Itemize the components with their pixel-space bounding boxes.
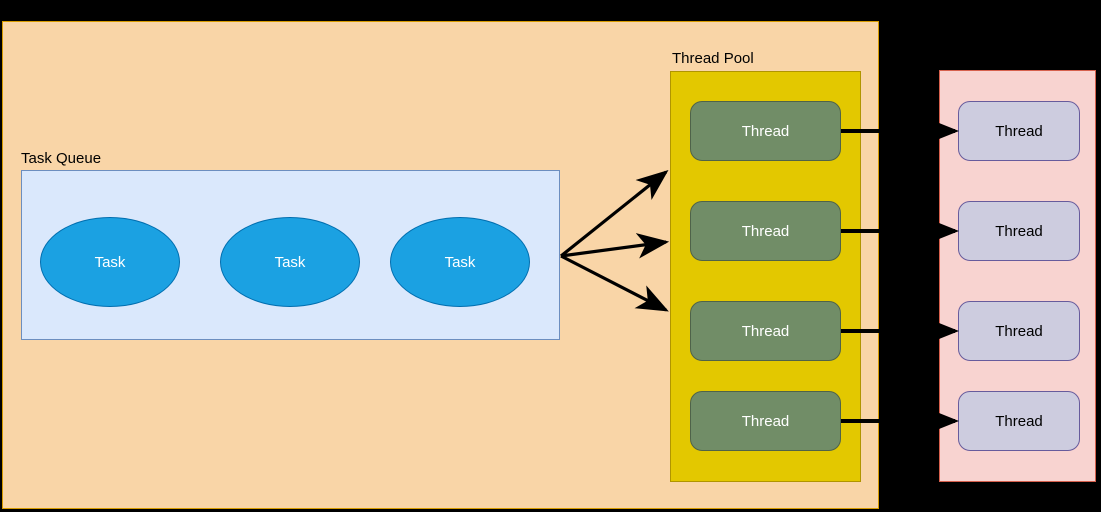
worker-thread-node[interactable]: Thread bbox=[958, 301, 1080, 361]
pool-thread-node[interactable]: Thread bbox=[690, 391, 841, 451]
worker-thread-node[interactable]: Thread bbox=[958, 391, 1080, 451]
worker-thread-label: Thread bbox=[995, 122, 1043, 140]
pool-thread-node[interactable]: Thread bbox=[690, 301, 841, 361]
pool-thread-label: Thread bbox=[741, 222, 790, 240]
pool-thread-node[interactable]: Thread bbox=[690, 101, 841, 161]
worker-thread-node[interactable]: Thread bbox=[958, 101, 1080, 161]
task-node[interactable]: Task bbox=[220, 217, 360, 307]
task-node-label: Task bbox=[94, 253, 126, 271]
worker-thread-label: Thread bbox=[995, 222, 1043, 240]
thread-pool-label: Thread Pool bbox=[672, 50, 754, 67]
task-node[interactable]: Task bbox=[40, 217, 180, 307]
task-queue-label: Task Queue bbox=[21, 150, 102, 167]
worker-thread-node[interactable]: Thread bbox=[958, 201, 1080, 261]
pool-thread-label: Thread bbox=[741, 322, 790, 340]
task-node-label: Task bbox=[444, 253, 476, 271]
worker-thread-label: Thread bbox=[995, 322, 1043, 340]
pool-thread-label: Thread bbox=[741, 122, 790, 140]
pool-thread-label: Thread bbox=[741, 412, 790, 430]
pool-thread-node[interactable]: Thread bbox=[690, 201, 841, 261]
task-node[interactable]: Task bbox=[390, 217, 530, 307]
worker-thread-label: Thread bbox=[995, 412, 1043, 430]
task-node-label: Task bbox=[274, 253, 306, 271]
